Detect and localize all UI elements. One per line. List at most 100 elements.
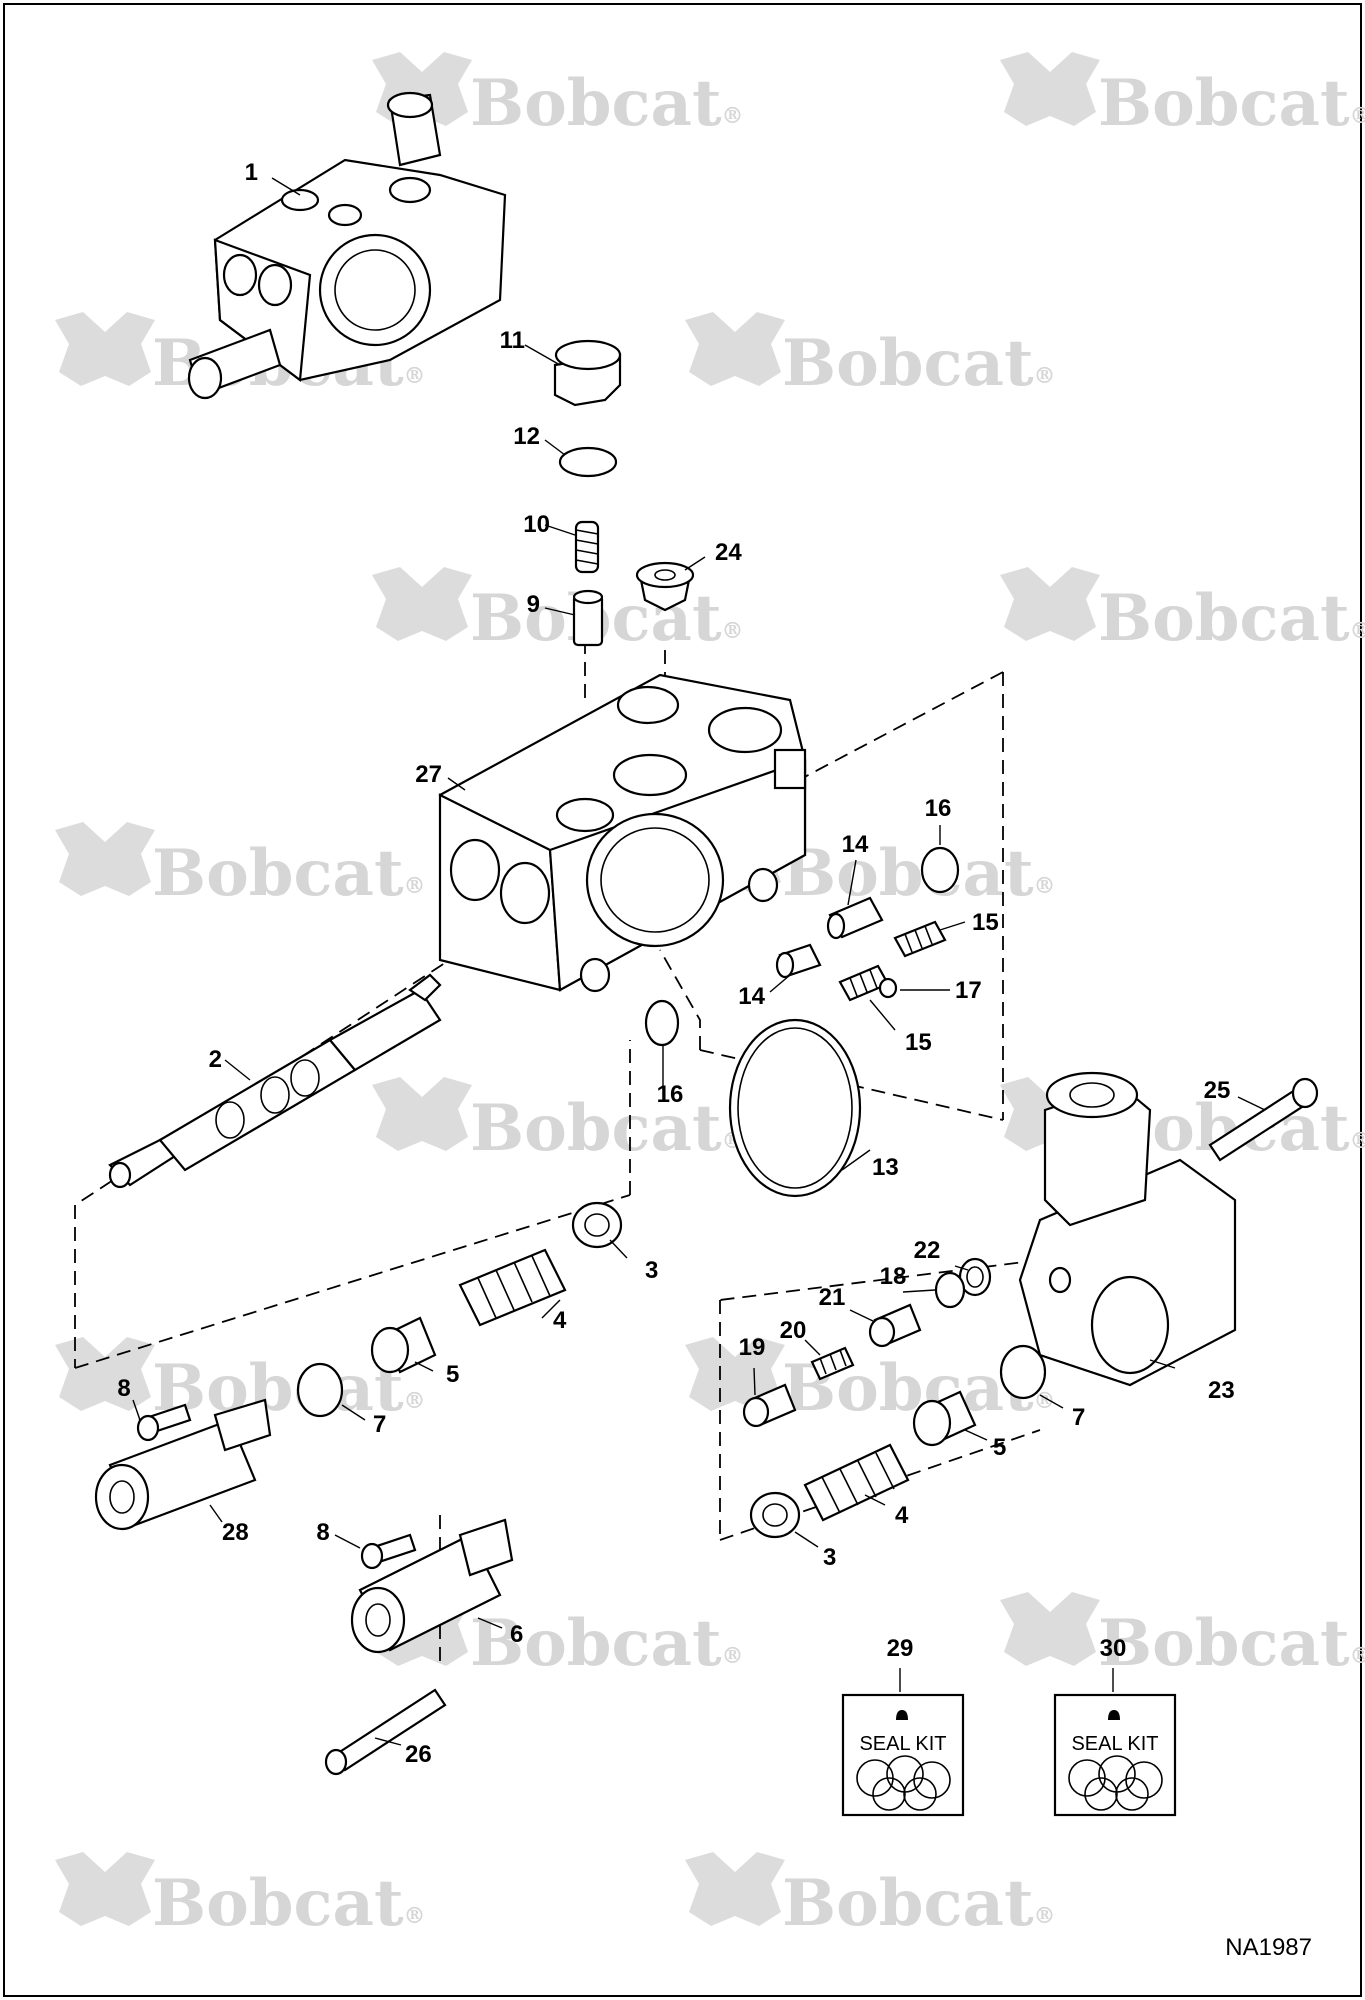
svg-text:Bobcat®: Bobcat® [782,1866,1056,1941]
svg-text:Bobcat®: Bobcat® [782,836,1056,911]
callout-18: 18 [880,1263,907,1290]
callout-26: 26 [405,1741,432,1768]
seal-3-left [571,1201,623,1249]
callout-23: 23 [1208,1377,1235,1404]
watermark: Bobcat® [372,1077,744,1166]
valve-section-assembly [187,91,507,400]
svg-text:Bobcat®: Bobcat® [470,66,744,141]
watermark: Bobcat® [1000,1592,1365,1681]
callout-7-right: 7 [1072,1404,1085,1431]
o-ring-16-upper [920,846,960,894]
solenoid-28 [94,1398,272,1531]
spool [108,973,442,1189]
callout-30: 30 [1100,1635,1127,1662]
spring-4-left [458,1248,567,1327]
watermark: Bobcat® [372,1592,744,1681]
watermark-layer: Bobcat® Bobcat® Bobcat® Bobcat® Bobcat® … [55,52,1365,1941]
callout-29: 29 [887,1635,914,1662]
callout-14-lower: 14 [738,983,765,1010]
callout-27: 27 [415,761,442,788]
screw-8-left [136,1403,192,1442]
svg-text:Bobcat®: Bobcat® [470,1091,744,1166]
callout-17: 17 [955,977,982,1004]
poppet-14-upper [826,896,884,940]
relief-plug [553,339,622,407]
callout-11: 11 [500,327,525,354]
sleeve-9 [572,589,604,647]
seal-kit-label: SEAL KIT [1071,1733,1158,1755]
o-ring-13 [728,1018,862,1198]
callout-12: 12 [513,423,540,450]
callout-3-left: 3 [645,1257,658,1284]
watermark: Bobcat® [372,567,744,656]
callout-21: 21 [819,1284,846,1311]
callout-7-left: 7 [373,1411,386,1438]
seal-3-right [749,1491,801,1539]
diagram-frame [3,3,1362,1997]
bolt-25 [1208,1077,1319,1162]
callout-labels: 1 11 12 10 9 24 27 16 14 15 17 14 15 16 … [117,159,1234,1768]
plug-24 [635,561,695,612]
spring-10 [574,520,600,574]
callout-25: 25 [1204,1077,1231,1104]
svg-text:Bobcat®: Bobcat® [1098,1606,1365,1681]
figure-code: NA1987 [1225,1934,1312,1961]
callout-4-right: 4 [895,1502,909,1529]
callout-8-left: 8 [117,1375,130,1402]
callout-16-upper: 16 [925,795,952,822]
solenoid-6 [350,1518,514,1654]
watermark: Bobcat® [1000,52,1365,141]
o-ring-16-lower [644,999,680,1047]
o-ring-12 [558,446,618,478]
callout-1: 1 [245,159,258,186]
callout-20: 20 [780,1317,807,1344]
valve-body [438,673,807,993]
callout-8-lower: 8 [316,1519,329,1546]
seal-kit-29: SEAL KIT [841,1693,965,1817]
o-ring-7-right [999,1344,1047,1400]
svg-text:Bobcat®: Bobcat® [152,836,426,911]
callout-9: 9 [527,591,540,618]
callout-2: 2 [209,1046,222,1073]
watermark: Bobcat® [685,1852,1056,1941]
poppet-14-lower [775,943,822,979]
seat-21 [868,1303,922,1348]
callout-19: 19 [739,1334,766,1361]
callout-5-left: 5 [446,1361,459,1388]
svg-text:Bobcat®: Bobcat® [470,581,744,656]
spring-15-upper [893,920,947,958]
end-cap [1018,1071,1237,1387]
callout-15-upper: 15 [972,909,999,936]
o-ring-7-left [296,1362,344,1418]
ball-17 [878,977,898,999]
callout-28: 28 [222,1519,249,1546]
callout-5-right: 5 [993,1434,1006,1461]
piston-5-left [370,1316,437,1374]
svg-text:Bobcat®: Bobcat® [152,1866,426,1941]
piston-5-right [912,1390,977,1447]
spring-4-right [803,1443,910,1522]
callout-14-upper: 14 [842,831,869,858]
seal-kit-30: SEAL KIT [1053,1693,1177,1817]
poppet-19 [742,1383,797,1428]
callout-4-left: 4 [553,1307,567,1334]
watermark: Bobcat® [1000,567,1365,656]
svg-text:Bobcat®: Bobcat® [470,1606,744,1681]
callout-16-lower: 16 [657,1081,684,1108]
callout-22: 22 [914,1237,941,1264]
bolt-26 [324,1688,447,1776]
callout-24: 24 [715,539,742,566]
callout-3-right: 3 [823,1544,836,1571]
callout-13: 13 [872,1154,899,1181]
watermark: Bobcat® [55,822,426,911]
callout-15-lower: 15 [905,1029,932,1056]
seal-kit-label: SEAL KIT [859,1733,946,1755]
watermark: Bobcat® [55,1852,426,1941]
callout-6: 6 [510,1621,523,1648]
o-ring-18 [934,1271,966,1309]
svg-text:Bobcat®: Bobcat® [1098,66,1365,141]
leader-lines [132,177,1266,1746]
callout-10: 10 [523,511,550,538]
svg-text:Bobcat®: Bobcat® [1098,581,1365,656]
